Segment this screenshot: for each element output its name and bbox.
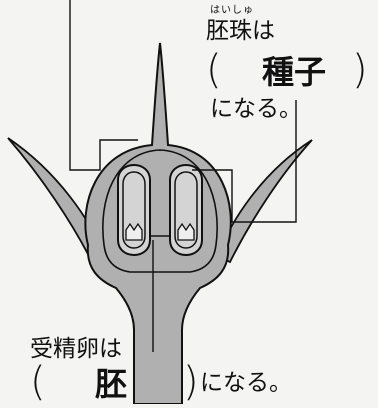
- ovule-answer: 種子: [262, 53, 327, 91]
- left-egg-cell: [125, 222, 143, 241]
- egg-paren-close: ): [183, 359, 199, 405]
- egg-suffix: になる。: [200, 370, 292, 396]
- leader-line-ovule: [192, 100, 297, 223]
- ovule-term: 胚珠は: [206, 18, 275, 44]
- ovule-paren-open: (: [206, 47, 222, 93]
- egg-term: 受精卵は: [30, 336, 122, 362]
- egg-answer: 胚: [95, 365, 128, 403]
- left-ovule-inner: [122, 171, 146, 249]
- right-ovule-inner: [174, 171, 198, 249]
- ovule-furigana: はいしゅ: [210, 5, 254, 16]
- leader-line-top: [69, 0, 138, 171]
- ovule-paren-close: ): [352, 47, 368, 93]
- right-egg-cell: [177, 222, 195, 241]
- egg-paren-open: (: [30, 359, 46, 405]
- ovary-chamber: [102, 149, 218, 273]
- ovule-suffix: になる。: [210, 96, 302, 122]
